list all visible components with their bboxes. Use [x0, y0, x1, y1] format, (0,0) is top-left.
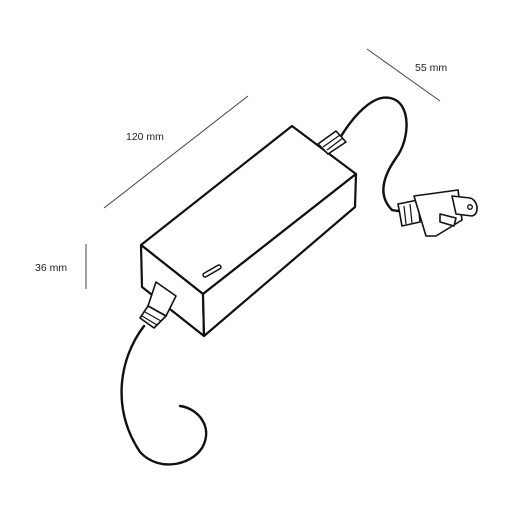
dimension-length: 120 mm: [103, 95, 249, 209]
dimension-height-label: 36 mm: [35, 262, 67, 274]
dimension-height: 36 mm: [35, 244, 87, 289]
ac-strain-relief: [317, 130, 347, 155]
dimension-length-label: 120 mm: [126, 131, 164, 143]
adapter-side-face: [201, 172, 358, 338]
wall-plug: [397, 189, 478, 237]
dc-strain-relief: [139, 281, 177, 329]
plug-prongs: [439, 195, 478, 227]
ac-cable: [338, 96, 408, 214]
led-indicator: [202, 264, 222, 278]
dimension-width-line: [366, 48, 441, 102]
dimension-length-line: [103, 95, 249, 209]
adapter-body: [139, 124, 358, 338]
dc-cable: [120, 324, 208, 466]
dimension-width-label: 55 mm: [415, 62, 447, 74]
dimension-width: 55 mm: [366, 48, 447, 102]
